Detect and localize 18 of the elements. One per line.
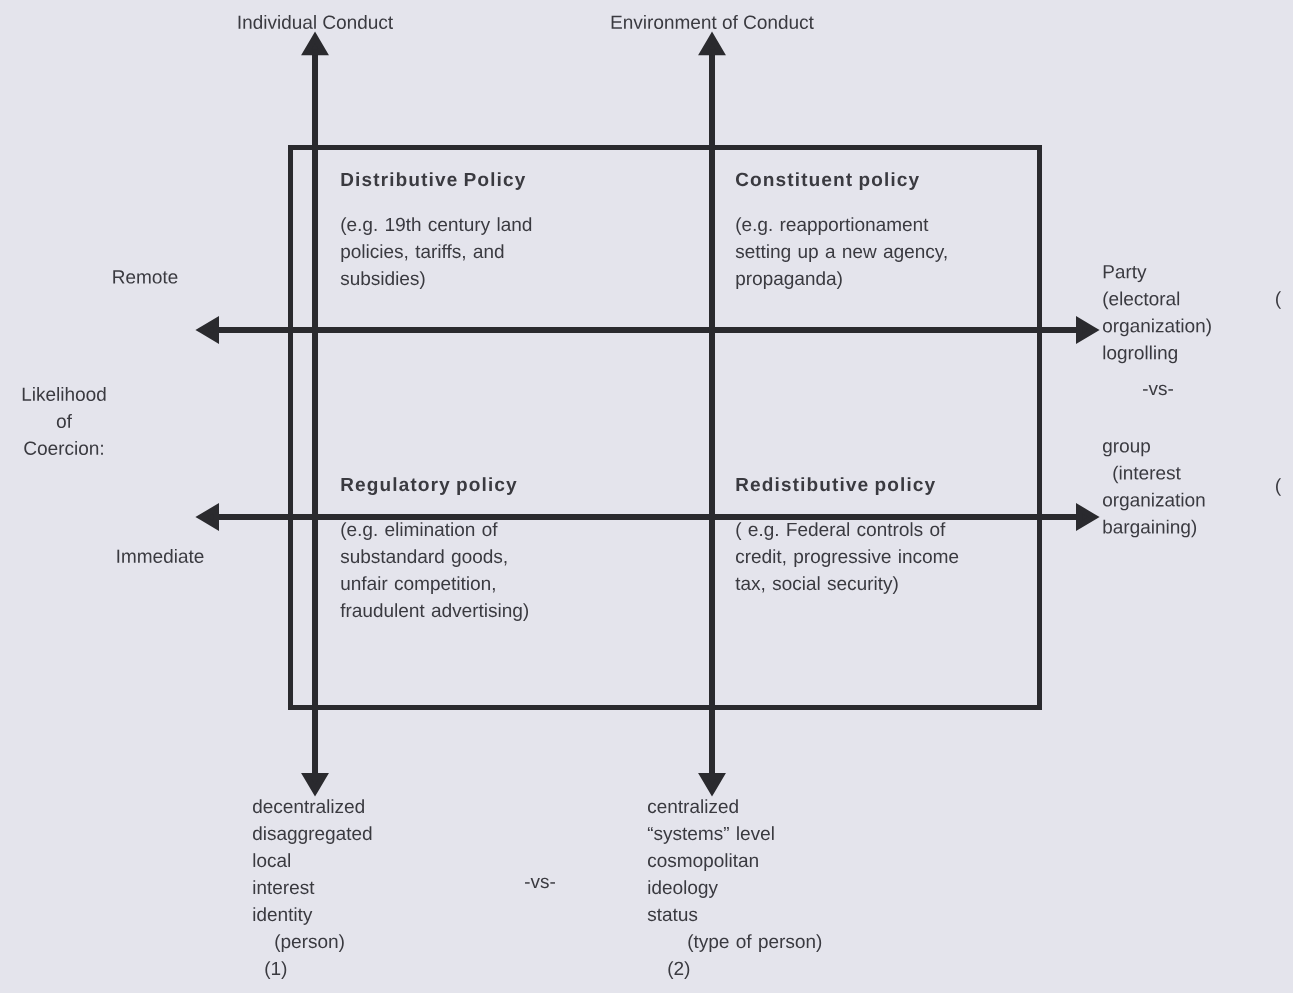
quadrant-frame [288,145,1042,710]
axis-label: Immediate [117,549,204,563]
quadrant-text: Redistibutive policy ( e.g. Federal controls of credit, progressive income tax, social security) [735,477,959,594]
axis-label: centralized “systems” level cosmopolitan ideology status (type of person) (2) [647,799,822,979]
quadrant-text: Distributive Policy (e.g. 19th century land policies, tariffs, and subsidies) [340,172,532,289]
axis-title: Likelihood of Coercion: [22,387,106,455]
quadrant-text: Regulatory policy (e.g. elimination of substandard goods, unfair competition, fraudulent advertising) [340,477,529,621]
versus-label: -vs- [1143,384,1173,396]
versus-label: -vs- [525,877,555,889]
bracket-mark: ( [1276,478,1282,496]
axis-label: Remote [113,270,178,284]
axis-label: group (interest organization bargaining) [1103,442,1205,538]
axis-label: Individual Conduct [238,15,393,29]
axis-label: Environment of Conduct [611,15,814,29]
quadrant-text: Constituent policy (e.g. reapportionament setting up a new agency, propaganda) [735,172,947,289]
axis-label: decentralized disaggregated local interest identity (person) (1) [253,799,372,979]
axis-label: Party (electoral organization) logrolling [1103,265,1211,364]
bracket-mark: ( [1276,291,1282,309]
